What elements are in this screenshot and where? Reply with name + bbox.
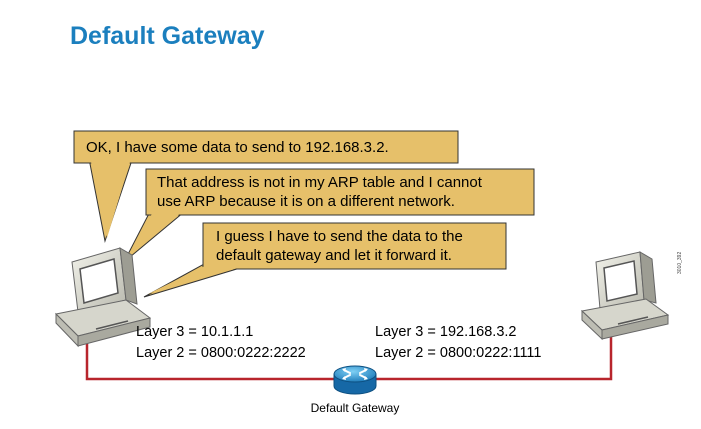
speech-bubble-1 bbox=[73, 130, 459, 243]
router-icon bbox=[333, 365, 377, 395]
bubble-2-line-2: use ARP because it is on a different net… bbox=[157, 193, 455, 210]
left-host-layer2: Layer 2 = 0800:0222:2222 bbox=[136, 345, 306, 361]
speech-bubble-3 bbox=[143, 222, 507, 298]
left-computer-icon bbox=[54, 247, 152, 348]
figure-code: 3010_392 bbox=[677, 251, 683, 274]
right-computer-icon bbox=[580, 251, 670, 341]
bubble-2-line-1: That address is not in my ARP table and … bbox=[157, 174, 482, 191]
page-title: Default Gateway bbox=[70, 22, 265, 50]
bubble-3-line-2: default gateway and let it forward it. bbox=[216, 247, 452, 264]
left-host-layer3: Layer 3 = 10.1.1.1 bbox=[136, 324, 254, 340]
bubble-1-text: OK, I have some data to send to 192.168.… bbox=[86, 139, 389, 156]
gateway-label: Default Gateway bbox=[310, 401, 400, 415]
right-host-layer3: Layer 3 = 192.168.3.2 bbox=[375, 324, 517, 340]
speech-bubble-2 bbox=[123, 168, 535, 263]
right-host-layer2: Layer 2 = 0800:0222:1111 bbox=[375, 345, 542, 361]
bubble-3-line-1: I guess I have to send the data to the bbox=[216, 228, 463, 245]
